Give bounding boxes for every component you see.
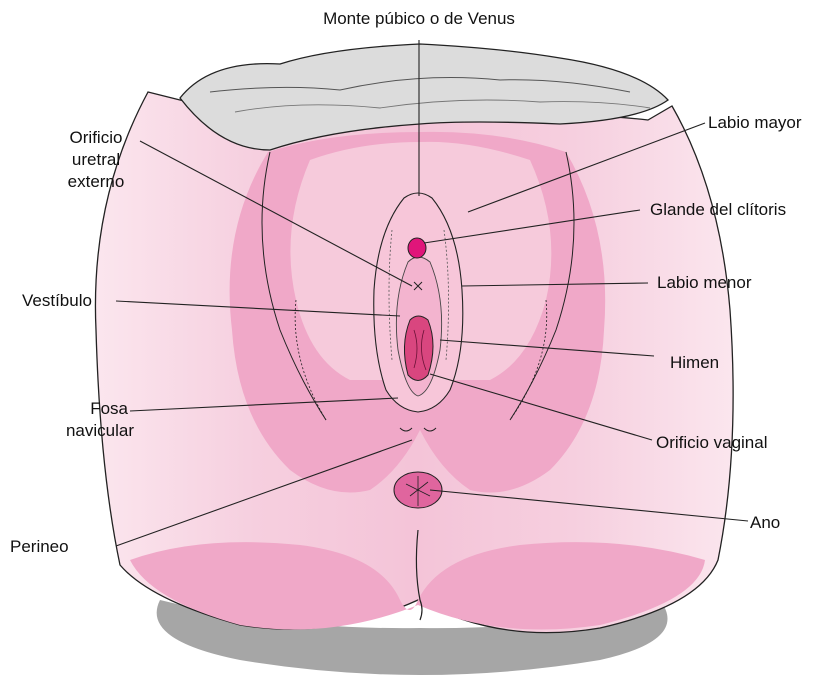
label-uretral: uretral <box>40 149 152 171</box>
label-navicular: navicular <box>40 420 134 442</box>
label-glande-clitoris: Glande del clítoris <box>650 199 786 221</box>
label-orificio: Orificio <box>40 127 152 149</box>
label-fosa: Fosa <box>60 398 128 420</box>
clitoris-glans <box>408 238 426 258</box>
label-externo: externo <box>40 171 152 193</box>
label-labio-mayor: Labio mayor <box>708 112 802 134</box>
label-himen: Himen <box>670 352 719 374</box>
label-perineo: Perineo <box>10 536 69 558</box>
label-monte-pubico: Monte púbico o de Venus <box>284 8 554 30</box>
label-ano: Ano <box>750 512 780 534</box>
label-labio-menor: Labio menor <box>657 272 752 294</box>
vaginal-opening <box>404 316 433 381</box>
label-vestibulo: Vestíbulo <box>22 290 92 312</box>
label-orificio-vaginal: Orificio vaginal <box>656 432 768 454</box>
